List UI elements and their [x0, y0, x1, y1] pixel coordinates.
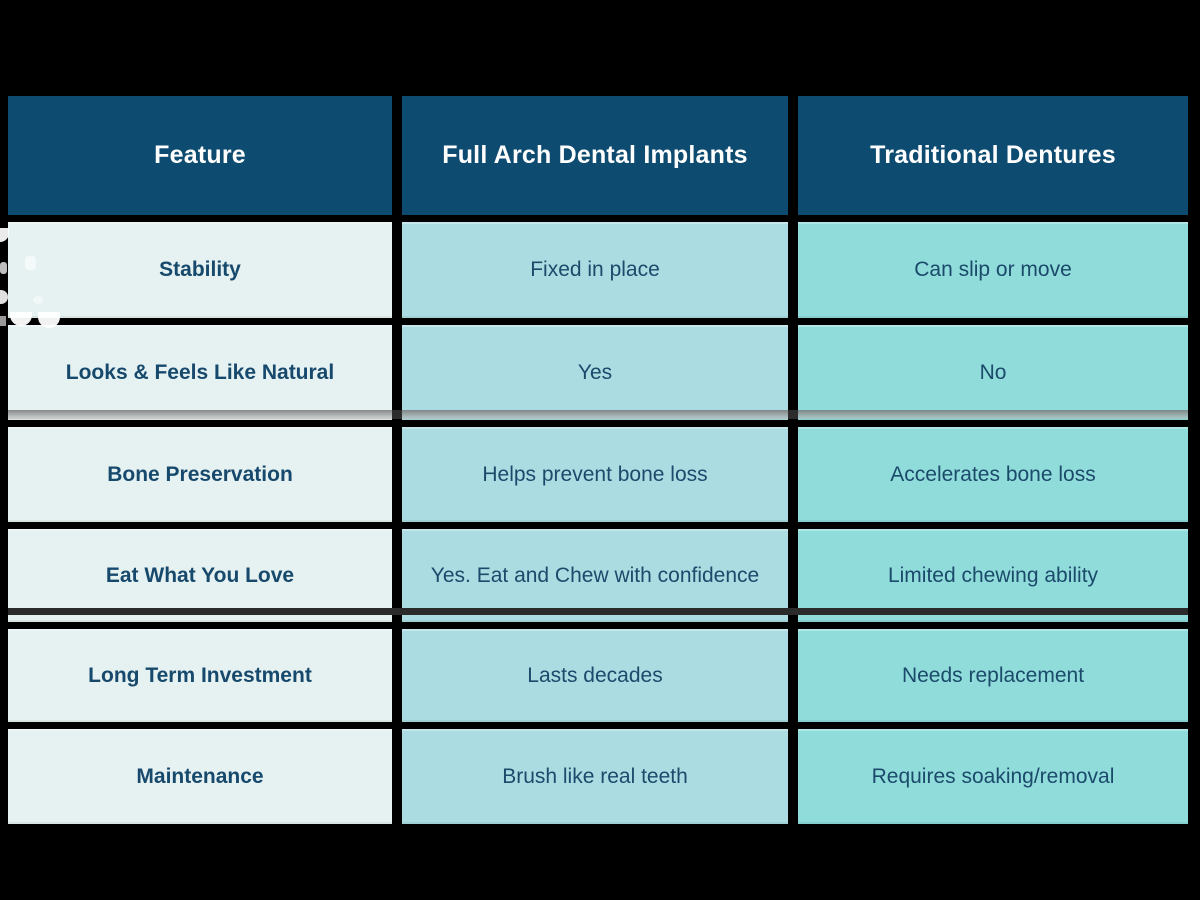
table-grid: Feature Full Arch Dental Implants Tradit…: [8, 96, 1188, 824]
table-row-dentures-value: Requires soaking/removal: [798, 729, 1188, 824]
table-row-feature-label: Looks & Feels Like Natural: [8, 325, 392, 420]
table-row-implants-value: Yes: [402, 325, 788, 420]
column-header-traditional-dentures: Traditional Dentures: [798, 96, 1188, 215]
table-row-implants-value: Lasts decades: [402, 629, 788, 722]
table-row-feature-label: Eat What You Love: [8, 529, 392, 622]
edge-artifact: [0, 316, 6, 326]
table-row-feature-label: Stability: [8, 222, 392, 318]
table-row-dentures-value: No: [798, 325, 1188, 420]
table-row-dentures-value: Can slip or move: [798, 222, 1188, 318]
table-row-dentures-value: Needs replacement: [798, 629, 1188, 722]
edge-artifact: [0, 290, 8, 304]
table-row-implants-value: Yes. Eat and Chew with confidence: [402, 529, 788, 622]
edge-artifact: [0, 262, 7, 274]
table-row-feature-label: Bone Preservation: [8, 427, 392, 522]
table-row-implants-value: Helps prevent bone loss: [402, 427, 788, 522]
table-row-dentures-value: Limited chewing ability: [798, 529, 1188, 622]
table-row-feature-label: Maintenance: [8, 729, 392, 824]
table-row-implants-value: Fixed in place: [402, 222, 788, 318]
table-row-dentures-value: Accelerates bone loss: [798, 427, 1188, 522]
column-header-full-arch-dental-implants: Full Arch Dental Implants: [402, 96, 788, 215]
column-header-feature: Feature: [8, 96, 392, 215]
table-row-implants-value: Brush like real teeth: [402, 729, 788, 824]
table-row-feature-label: Long Term Investment: [8, 629, 392, 722]
